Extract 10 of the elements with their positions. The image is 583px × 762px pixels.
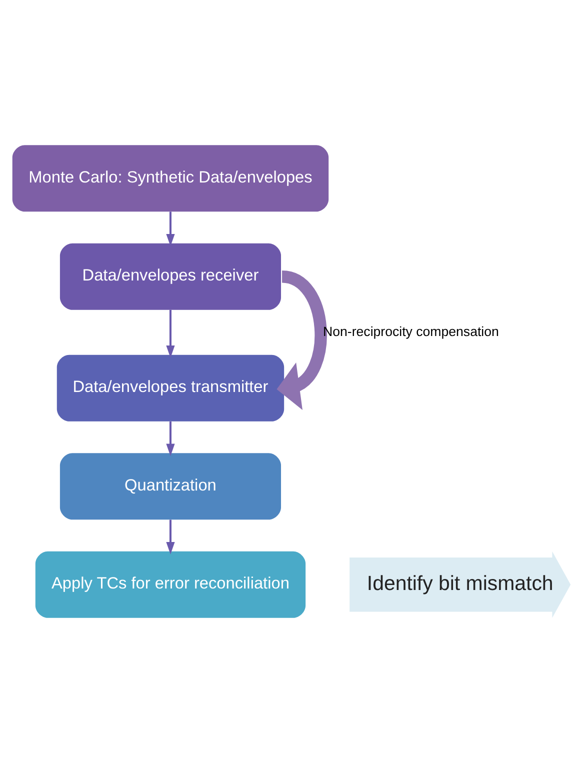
arrow xyxy=(166,519,175,554)
arrow xyxy=(166,420,175,456)
node-box: Data/envelopes receiver xyxy=(60,242,281,310)
node-box: Monte Carlo: Synthetic Data/envelopes xyxy=(12,144,329,212)
node-box: Apply TCs for error reconciliation xyxy=(35,550,306,618)
arrow xyxy=(166,211,175,246)
node-box: Quantization xyxy=(60,452,281,520)
arrow xyxy=(166,309,175,358)
node-box: Data/envelopes transmitter xyxy=(56,354,284,421)
edge-label: Non-reciprocity compensation xyxy=(323,323,499,338)
